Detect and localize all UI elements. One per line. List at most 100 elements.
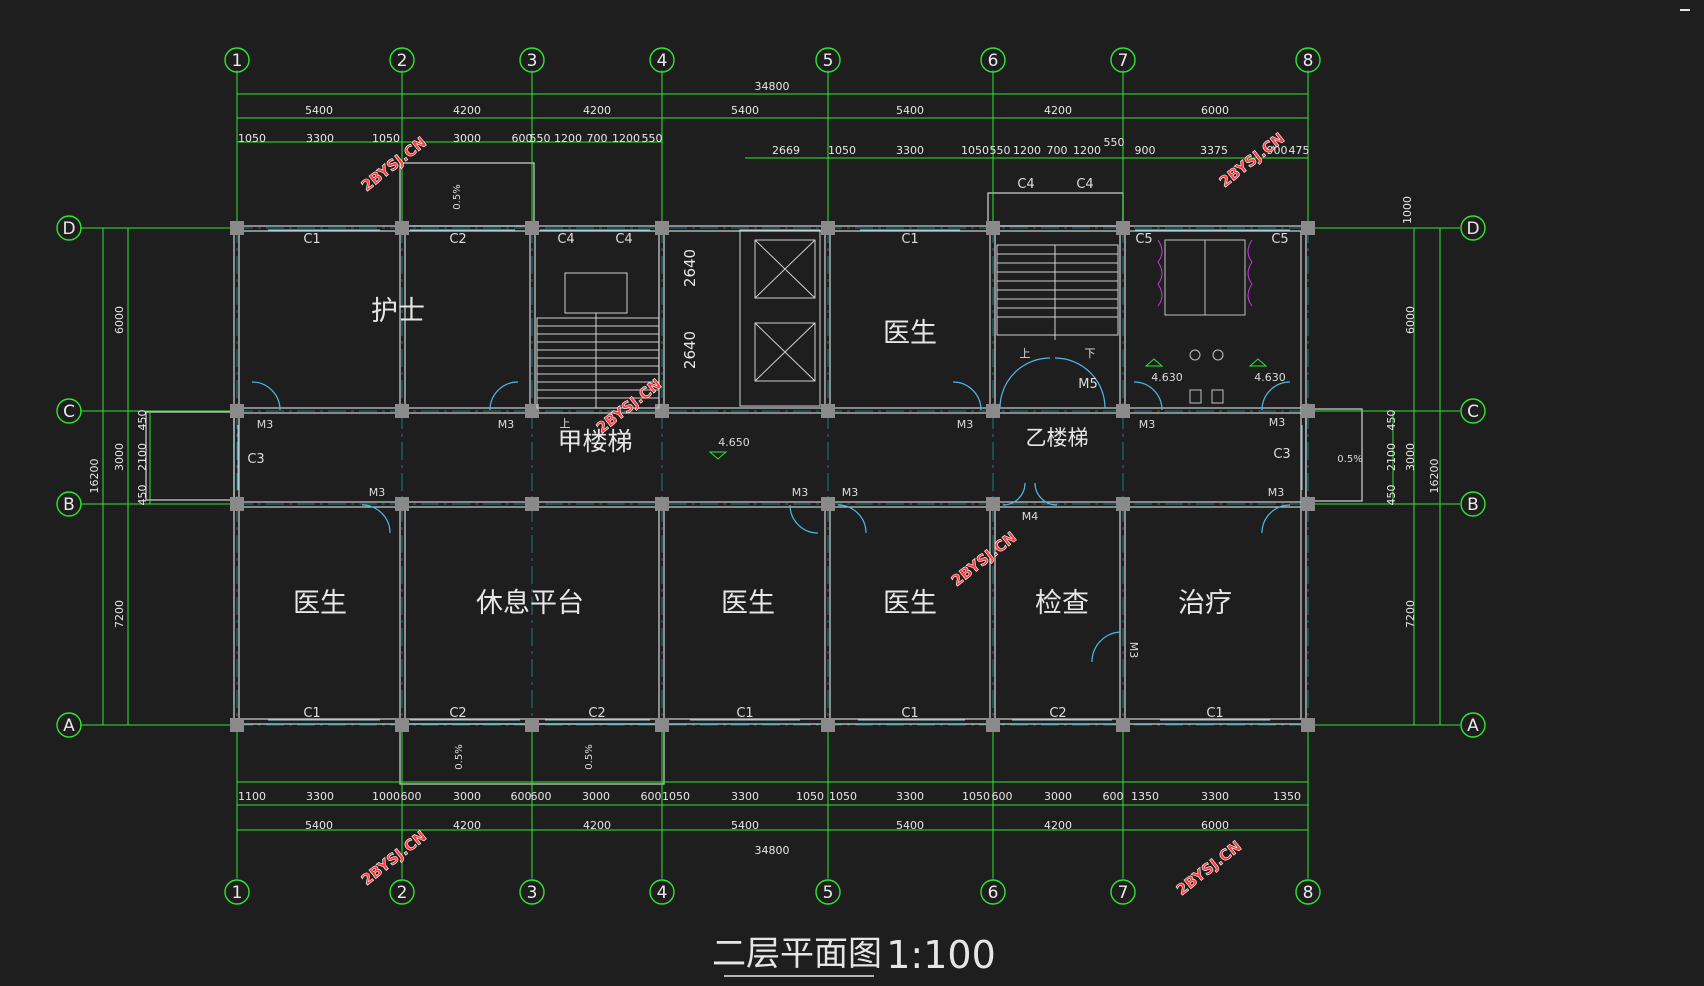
column bbox=[821, 404, 835, 418]
label-down-b: 下 bbox=[1085, 347, 1096, 360]
axis-right-B: B bbox=[1467, 495, 1479, 515]
axis-top-4: 4 bbox=[657, 51, 668, 71]
dim-top-total: 34800 bbox=[755, 80, 790, 93]
dim-top-open-10: 550 bbox=[642, 132, 663, 145]
room-nurse: 护士 bbox=[371, 296, 425, 327]
axis-bottom-2: 2 bbox=[397, 883, 408, 903]
axis-bottom-4: 4 bbox=[657, 883, 668, 903]
column bbox=[230, 221, 244, 235]
room-doctor-2: 医生 bbox=[721, 588, 775, 619]
axis-top-6: 6 bbox=[988, 51, 999, 71]
dim-right-total: 16200 bbox=[1428, 459, 1441, 494]
dim-left-detail-1: 450 bbox=[136, 410, 149, 431]
label-m3-1: M3 bbox=[257, 418, 274, 431]
dim-top-r-5: 550 bbox=[990, 144, 1011, 157]
column bbox=[655, 221, 669, 235]
column bbox=[395, 718, 409, 732]
stair-b-treads bbox=[996, 244, 1119, 340]
dim-stair-1: 2640 bbox=[681, 249, 699, 287]
label-c4-top-3: C4 bbox=[1017, 177, 1034, 192]
dim-right-span-2: 3000 bbox=[1404, 443, 1417, 471]
label-m3-2: M3 bbox=[498, 418, 515, 431]
dim-bottom-open-14: 3300 bbox=[896, 790, 924, 803]
column bbox=[395, 404, 409, 418]
label-c5-top-2: C5 bbox=[1271, 232, 1288, 247]
dim-right-detail-2: 2100 bbox=[1385, 443, 1398, 471]
room-rest: 休息平台 bbox=[476, 588, 584, 619]
column bbox=[230, 404, 244, 418]
column bbox=[821, 221, 835, 235]
dim-top-open-2: 3300 bbox=[306, 132, 334, 145]
label-c2-bottom-1: C2 bbox=[449, 706, 466, 721]
room-treat: 治疗 bbox=[1178, 588, 1232, 619]
axis-right-D: D bbox=[1466, 219, 1479, 239]
label-c1-bottom-4: C1 bbox=[1206, 706, 1223, 721]
dim-top-r-8: 1200 bbox=[1073, 144, 1101, 157]
dim-top-open-3: 1050 bbox=[372, 132, 400, 145]
label-c4-top-1: C4 bbox=[557, 232, 574, 247]
dim-bottom-open-18: 600 bbox=[1103, 790, 1124, 803]
room-stair-a: 甲楼梯 bbox=[557, 427, 632, 456]
column bbox=[986, 718, 1000, 732]
label-m3-4: M3 bbox=[1139, 418, 1156, 431]
axis-top-5: 5 bbox=[823, 51, 834, 71]
dim-top-open-8: 700 bbox=[587, 132, 608, 145]
column bbox=[1116, 404, 1130, 418]
dim-bottom-open-21: 1350 bbox=[1273, 790, 1301, 803]
axis-left-D: D bbox=[62, 219, 75, 239]
walls bbox=[145, 162, 1363, 785]
drawing-scale: 1:100 bbox=[886, 933, 996, 977]
dim-top-r-11: 3375 bbox=[1200, 144, 1228, 157]
dim-bottom-bay-4: 5400 bbox=[731, 819, 759, 832]
axis-right-C: C bbox=[1467, 402, 1479, 422]
axis-left-B: B bbox=[63, 495, 75, 515]
column bbox=[1116, 221, 1130, 235]
dim-bottom-open-20: 3300 bbox=[1201, 790, 1229, 803]
corner-dash bbox=[1680, 9, 1690, 11]
dim-top-r-13: 475 bbox=[1289, 144, 1310, 157]
dim-bottom-bay-6: 4200 bbox=[1044, 819, 1072, 832]
label-c1-bottom-1: C1 bbox=[303, 706, 320, 721]
label-c1-top-1: C1 bbox=[303, 232, 320, 247]
dim-top-bay-7: 6000 bbox=[1201, 104, 1229, 117]
label-c3-right: C3 bbox=[1273, 447, 1290, 462]
dim-bottom-bay-2: 4200 bbox=[453, 819, 481, 832]
label-c1-bottom-3: C1 bbox=[901, 706, 918, 721]
label-slope-4: 0.5% bbox=[1337, 454, 1362, 465]
axis-bottom-7: 7 bbox=[1118, 883, 1129, 903]
dim-bottom-open-13: 1050 bbox=[829, 790, 857, 803]
label-up-a: 上 bbox=[560, 417, 571, 430]
label-c4-top-2: C4 bbox=[615, 232, 632, 247]
watermark-6: 2BYSJ.CN bbox=[1173, 837, 1245, 899]
column bbox=[525, 718, 539, 732]
dim-top-bay-4: 5400 bbox=[731, 104, 759, 117]
axis-top-2: 2 bbox=[397, 51, 408, 71]
dim-bottom-bay-7: 6000 bbox=[1201, 819, 1229, 832]
dim-top-bay-5: 5400 bbox=[896, 104, 924, 117]
dim-left-span-1: 6000 bbox=[113, 306, 126, 334]
dim-top-bay-1: 5400 bbox=[305, 104, 333, 117]
label-m3-10: M3 bbox=[1127, 642, 1140, 659]
dim-bottom-bay-3: 4200 bbox=[583, 819, 611, 832]
axis-left-A: A bbox=[63, 716, 75, 736]
dim-top-r-12: 900 bbox=[1267, 144, 1288, 157]
dim-left-span-2: 3000 bbox=[113, 443, 126, 471]
label-m4: M4 bbox=[1022, 510, 1039, 523]
dim-bottom-open-10: 1050 bbox=[662, 790, 690, 803]
doors bbox=[251, 357, 1291, 663]
dim-top-open-6: 550 bbox=[530, 132, 551, 145]
dim-bottom-bay-5: 5400 bbox=[896, 819, 924, 832]
label-c5-top-1: C5 bbox=[1135, 232, 1152, 247]
windows bbox=[233, 225, 1307, 725]
drawing-title: 二层平面图 bbox=[712, 934, 882, 974]
dim-top-open-1: 1050 bbox=[238, 132, 266, 145]
dim-right-detail-3: 450 bbox=[1385, 485, 1398, 506]
dim-top-r-7: 700 bbox=[1047, 144, 1068, 157]
dim-bottom-bay-1: 5400 bbox=[305, 819, 333, 832]
column bbox=[1116, 497, 1130, 511]
dim-bottom-open-19: 1350 bbox=[1131, 790, 1159, 803]
column bbox=[230, 497, 244, 511]
column bbox=[395, 221, 409, 235]
dim-bottom-open-16: 600 bbox=[992, 790, 1013, 803]
